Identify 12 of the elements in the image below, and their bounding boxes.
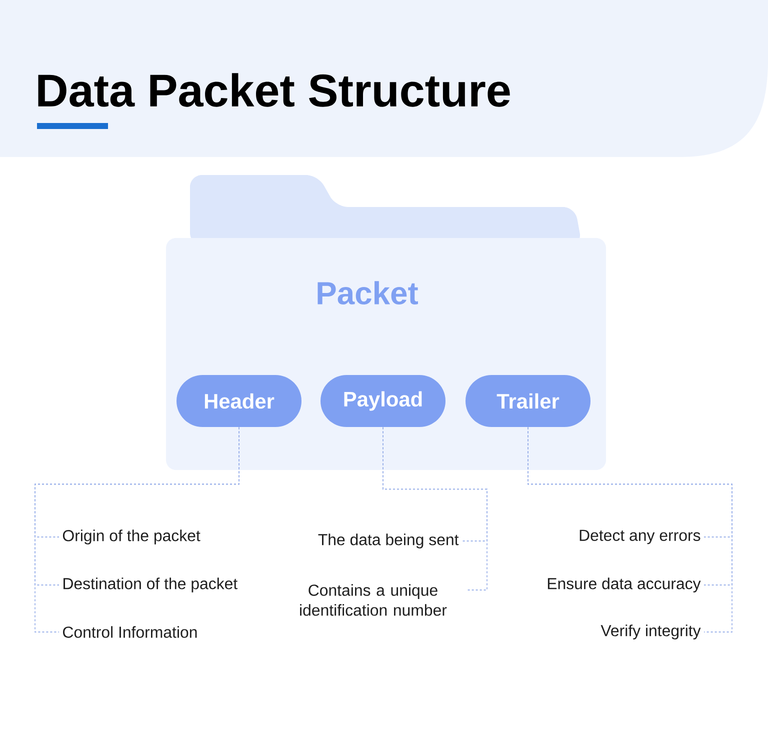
leader-line bbox=[382, 426, 488, 590]
description-text: Destination of the packet bbox=[64, 578, 238, 592]
description-text: Verify integrity bbox=[600, 624, 701, 640]
description-text: Detect any errors bbox=[580, 530, 700, 544]
leader-line bbox=[34, 426, 240, 632]
description-text: Origin of the packet bbox=[62, 530, 200, 544]
description-text: Control Information bbox=[63, 626, 197, 638]
description-text: The data being sent bbox=[318, 534, 459, 548]
title: Data Packet Structure bbox=[38, 73, 510, 107]
description-text: Ensure data accuracy bbox=[548, 578, 701, 592]
leader-line bbox=[528, 426, 732, 632]
description-text: Contains a unique identification number bbox=[300, 584, 447, 616]
